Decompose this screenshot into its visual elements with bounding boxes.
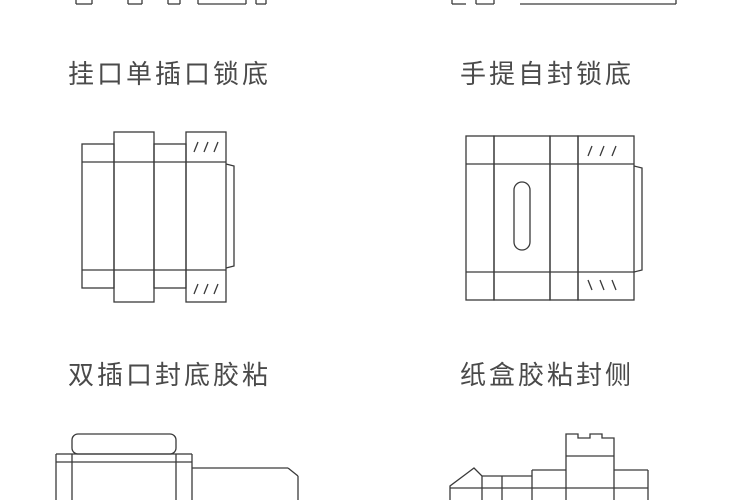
diagram-carton-glued-side bbox=[449, 433, 649, 500]
top-cropped-diagram-right bbox=[451, 0, 677, 5]
label-handle-self-seal-lock-bottom: 手提自封锁底 bbox=[460, 60, 635, 90]
diagram-handle-self-seal-lock-bottom bbox=[465, 135, 643, 301]
label-double-insert-glued-bottom: 双插口封底胶粘 bbox=[68, 361, 272, 391]
label-carton-glued-side: 纸盒胶粘封侧 bbox=[460, 361, 635, 391]
diagram-double-insert-glued-bottom bbox=[55, 433, 299, 500]
diagram-hang-tab-lock-bottom bbox=[81, 131, 235, 303]
top-cropped-diagram-left bbox=[75, 0, 267, 5]
label-hang-tab-lock-bottom: 挂口单插口锁底 bbox=[68, 60, 272, 90]
